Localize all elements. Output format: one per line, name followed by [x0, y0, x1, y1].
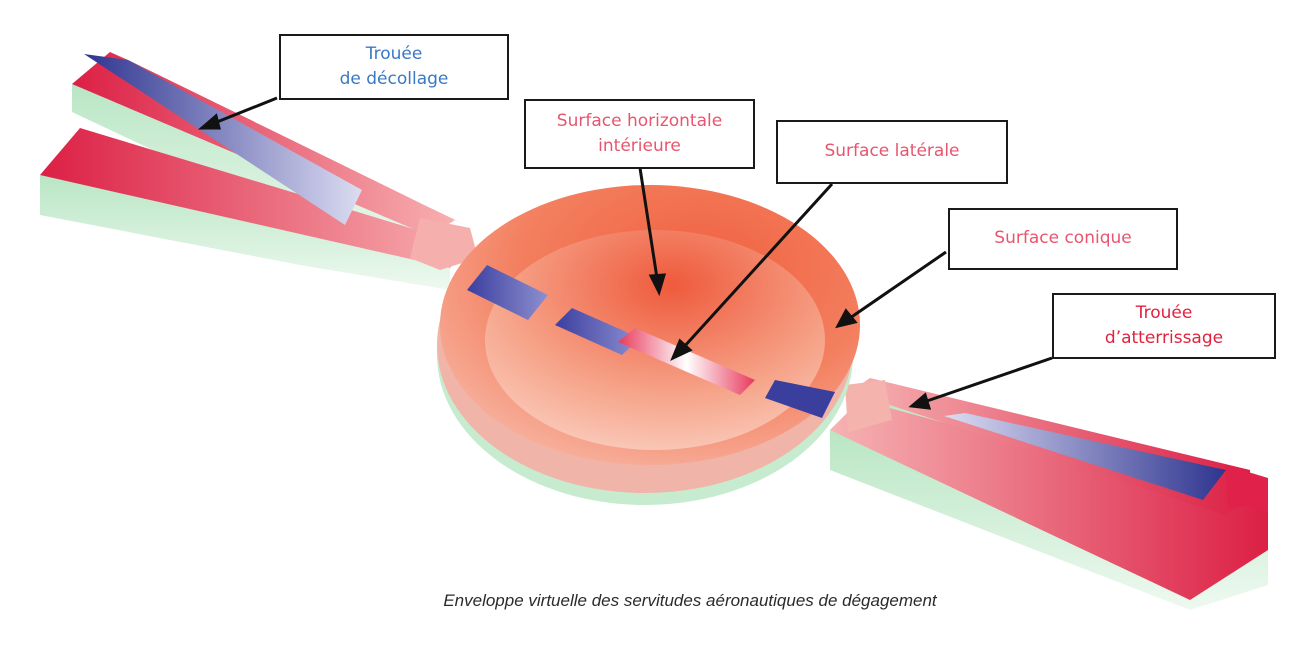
label-surface-horizontale: Surface horizontale intérieure	[524, 99, 755, 169]
approach-red-tip	[1225, 465, 1268, 510]
arrow-atterrissage	[924, 358, 1052, 402]
label-trouee-decollage: Trouée de décollage	[279, 34, 509, 100]
figure-caption: Enveloppe virtuelle des servitudes aéron…	[300, 591, 1080, 611]
arrow-conique	[850, 252, 946, 318]
label-surface-laterale: Surface latérale	[776, 120, 1008, 184]
label-surface-conique: Surface conique	[948, 208, 1178, 270]
approach-surface	[830, 378, 1268, 610]
label-trouee-atterrissage: Trouée d’atterrissage	[1052, 293, 1276, 359]
